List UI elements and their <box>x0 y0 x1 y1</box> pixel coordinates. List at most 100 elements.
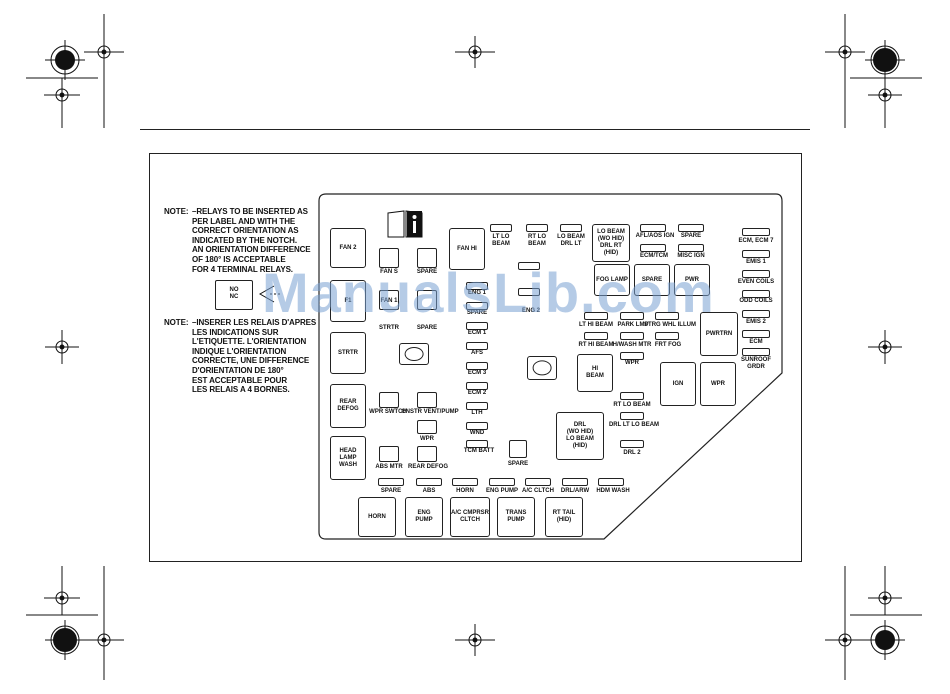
fuse-lt-hi-beam <box>584 312 608 320</box>
fuse-rt-lo-beam-f <box>620 392 644 400</box>
fuse-frt-fog <box>655 332 679 340</box>
fuse-emis1 <box>742 250 770 258</box>
relay-orientation-symbol: NO NC <box>215 280 253 310</box>
registration-mark-bottom-right <box>865 620 905 660</box>
fuse-eng1 <box>466 282 488 290</box>
fuse-ecm2 <box>466 382 488 390</box>
relay-spare-b <box>509 440 527 458</box>
label-misc-ign: MISC IGN <box>677 253 705 259</box>
label-eng1: ENG 1 <box>467 290 487 296</box>
fuse-lo-beam-drl-lt <box>560 224 582 232</box>
relay-fan1: F1 <box>330 280 366 322</box>
note-english-text: –RELAYS TO BE INSERTED AS PER LABEL AND … <box>192 207 311 274</box>
fuse-spare-c <box>466 302 488 310</box>
relay-fan-s <box>379 248 399 268</box>
note-french-text: –INSERER LES RELAIS D'APRES LES INDICATI… <box>192 318 317 395</box>
label-abs: ABS <box>422 488 436 494</box>
fuse-eng2 <box>518 288 540 296</box>
label-rear-defog: REAR DEFOG <box>407 464 449 470</box>
note-french: NOTE: –INSERER LES RELAIS D'APRES LES IN… <box>164 318 324 398</box>
diagram-frame <box>149 153 802 562</box>
label-lo-beam-drl-lt: LO BEAM DRL LT <box>557 234 585 247</box>
fuse-ac-clutch <box>525 478 551 486</box>
label-ecm: ECM <box>749 339 763 345</box>
label-wpr: WPR <box>420 436 434 442</box>
label-afs: AFS <box>471 350 483 356</box>
fuse-rt-lo-beam <box>526 224 548 232</box>
label-wnd: WND <box>469 430 485 436</box>
label-eng2: ENG 2 <box>521 308 541 314</box>
label-lt-hi-beam: LT HI BEAM <box>579 322 613 328</box>
relay-symbol-label: NO NC <box>229 287 239 300</box>
label-afl-aos-ign: AFL/AOS IGN <box>635 233 675 239</box>
label-spare-c: SPARE <box>466 310 488 316</box>
relay-abs-mtr <box>379 446 399 462</box>
label-hwash-mtr: H/WASH MTR <box>612 342 652 348</box>
header-rule <box>140 129 810 130</box>
label-lth: LTH <box>471 410 483 416</box>
mounting-stud-left <box>399 343 429 365</box>
fuse-wpr-r <box>620 352 644 360</box>
fuse-ecm-ecm7 <box>742 228 770 236</box>
fuse-ecm1 <box>466 322 488 330</box>
relay-wpr-swtch <box>379 392 399 408</box>
label-spare-r1: SPARE <box>680 233 702 239</box>
relay-wpr2: WPR <box>700 362 736 406</box>
relay-spare-mid-box <box>417 290 437 310</box>
relay-lo-beam: LO BEAM (WO HID) DRL RT (HID) <box>592 224 630 262</box>
label-ac-clutch: A/C CLTCH <box>522 488 554 494</box>
mounting-stud-center <box>527 356 557 380</box>
fuse-eng-pump <box>489 478 515 486</box>
fuse-drl2 <box>620 440 644 448</box>
label-rt-lo-beam-f: RT LO BEAM <box>613 402 651 408</box>
label-emis2: EMIS 2 <box>746 319 766 325</box>
fuse-misc-ign <box>678 244 704 252</box>
manual-info-icon <box>387 210 423 238</box>
relay-spare-top <box>417 248 437 268</box>
label-ecm-ecm7: ECM, ECM 7 <box>738 238 774 244</box>
label-drl-lo-beam: DRL LT LO BEAM <box>608 422 660 428</box>
fuse-block-outline <box>318 193 783 540</box>
label-wpr-r: WPR <box>625 360 639 366</box>
relay-spare-r2: SPARE <box>634 264 670 296</box>
fuse-even-coils <box>742 270 770 278</box>
fuse-drl-rear <box>562 478 588 486</box>
notch-arrow-icon <box>258 285 282 303</box>
note-english-label: NOTE: <box>164 207 189 216</box>
fuse-emis2 <box>742 310 770 318</box>
relay-head-lamp-wash: HEAD LAMP WASH <box>330 436 366 480</box>
relay-rear-defog-small <box>417 446 437 462</box>
relay-eng-pump: ENG PUMP <box>405 497 443 537</box>
label-hdm-wash: HDM WASH <box>596 488 630 494</box>
fuse-eng2-pre <box>518 262 540 270</box>
relay-drl: DRL (WO HID) LO BEAM (HID) <box>556 412 604 460</box>
note-english: NOTE: –RELAYS TO BE INSERTED AS PER LABE… <box>164 207 324 277</box>
label-sunroof: SUNROOF GRDR <box>741 357 771 370</box>
label-drl2: DRL 2 <box>623 450 641 456</box>
fuse-wnd <box>466 422 488 430</box>
fuse-afl-aos-ign <box>640 224 666 232</box>
fuse-lth <box>466 402 488 410</box>
relay-pwr: PWR <box>674 264 710 296</box>
registration-mark-bottom-left <box>45 620 85 660</box>
label-spare-top: SPARE <box>416 269 438 275</box>
relay-fan2: FAN 2 <box>330 228 366 268</box>
label-cnstr-vent: CNSTR VENT/PUMP <box>401 409 459 415</box>
label-wpr-swtch: WPR SWTCH <box>369 409 407 415</box>
label-drl-rear: DRL/ARW <box>560 488 590 494</box>
label-lt-lo-beam: LT LO BEAM <box>492 234 510 247</box>
watermark: ManualsLib.com <box>262 261 715 324</box>
label-spare-b: SPARE <box>507 461 529 467</box>
registration-mark-top-left <box>45 40 85 80</box>
fuse-spare-bot <box>378 478 404 486</box>
label-spare-mid: SPARE <box>416 325 438 331</box>
note-french-label: NOTE: <box>164 318 189 327</box>
fuse-tcm-batt <box>466 440 488 448</box>
label-rt-hi-beam: RT HI BEAM <box>578 342 614 348</box>
fuse-rt-hi-beam <box>584 332 608 340</box>
relay-horn: HORN <box>358 497 396 537</box>
label-ecm3: ECM 3 <box>467 370 487 376</box>
relay-rear-defog: REAR DEFOG <box>330 384 366 428</box>
label-rt-lo-beam: RT LO BEAM <box>528 234 546 247</box>
relay-hi-beam: HI BEAM <box>577 354 613 392</box>
